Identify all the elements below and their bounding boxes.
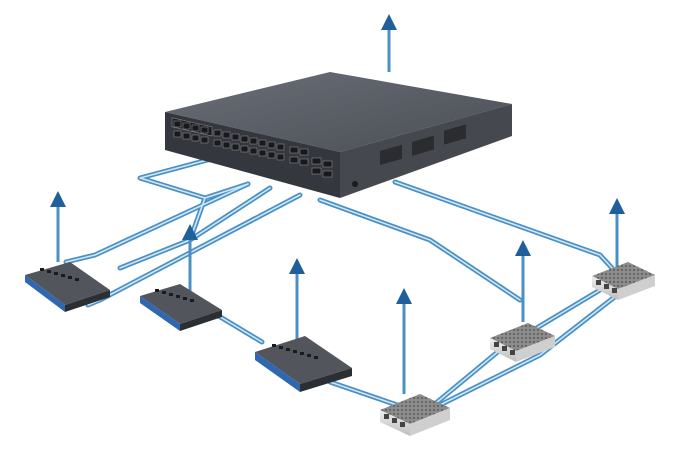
access-switch-icon [255,336,352,392]
network-switch-icon [165,72,512,198]
up-arrow-icon [609,198,625,268]
fiber-media-converter-icon [490,323,555,362]
up-arrow-icon [381,14,397,72]
up-arrow-icon [50,191,66,262]
uplink-arrows [50,14,625,394]
access-switch-icon [25,262,110,312]
access-switch-icon [140,284,222,331]
up-arrow-icon [515,240,531,322]
up-arrow-icon [289,258,305,348]
up-arrow-icon [396,288,412,394]
up-arrow-icon [182,224,198,292]
fiber-media-converter-icon [380,394,450,436]
port-grid [173,120,333,178]
fiber-media-converter-icon [592,262,655,300]
